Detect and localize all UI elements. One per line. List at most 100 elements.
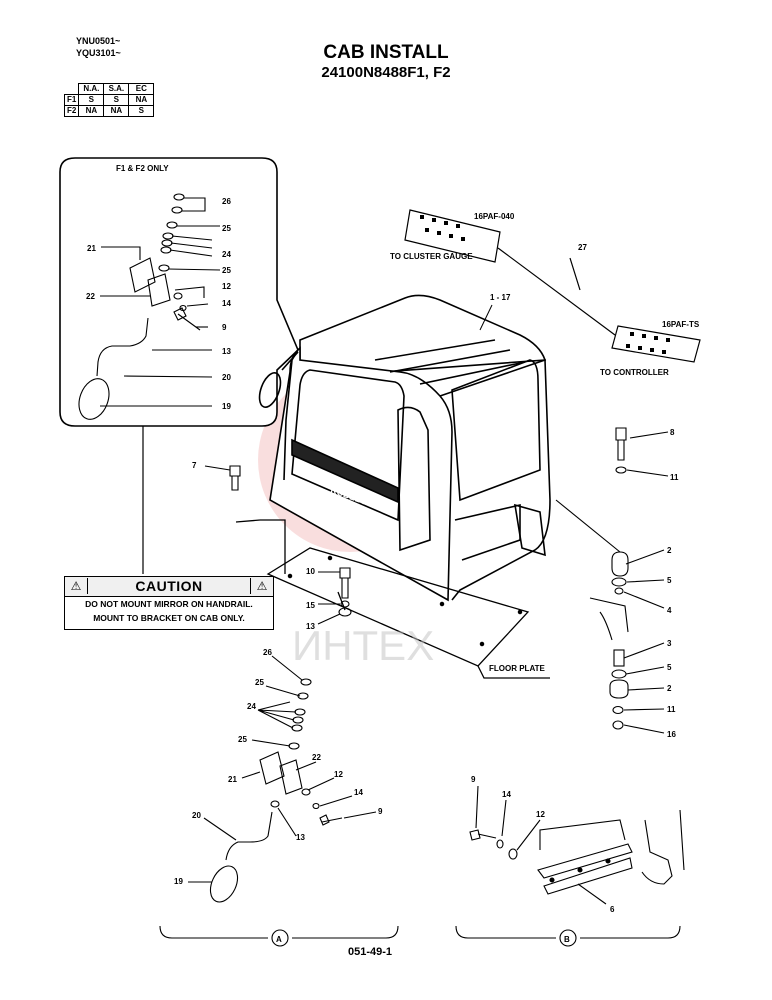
connector-bottom-label: TO CONTROLLER (600, 368, 669, 377)
cab-mirror (258, 372, 282, 408)
callout-label: 19 (222, 402, 231, 411)
view-b-label: B (564, 935, 570, 944)
callout-label: 21 (87, 244, 96, 253)
inset-mirror (78, 378, 110, 420)
cab-side (439, 358, 551, 601)
view-b-callouts: 9 14 12 6 (471, 775, 615, 914)
main-callouts: 7 8 11 2 5 4 10 15 13 3 5 2 11 16 (192, 428, 679, 739)
view-a-callouts: 26 25 24 25 22 21 12 14 9 13 20 19 (174, 648, 383, 886)
callout-label: 2 (667, 546, 672, 555)
callout-label: 11 (667, 705, 676, 714)
inset-title: F1 & F2 ONLY (116, 164, 169, 173)
view-a-mirror (209, 865, 239, 903)
table-row: F1 S S NA (63, 94, 155, 106)
connector-bottom-id: 16PAF-TS (662, 320, 700, 329)
callout-label: 14 (502, 790, 511, 799)
callout-label: 14 (222, 299, 231, 308)
callout-label: 25 (238, 735, 247, 744)
callout-label: 22 (86, 292, 95, 301)
callout-label: 19 (174, 877, 183, 886)
watermark-text: ИНТЕХ (292, 622, 434, 669)
cab-body (258, 294, 551, 602)
table-cell: S (128, 105, 155, 117)
callout-label: 12 (222, 282, 231, 291)
callout-label: 7 (192, 461, 197, 470)
applicability-table: N.A. S.A. EC F1 S S NA F2 NA NA S (63, 83, 155, 117)
view-a-clamp (279, 759, 303, 795)
callout-label: 26 (263, 648, 272, 657)
view-a-parts (188, 655, 377, 903)
connector-top-id: 16PAF-040 (474, 212, 515, 221)
callout-label: 21 (228, 775, 237, 784)
callout-label: 13 (306, 622, 315, 631)
callout-label: 14 (354, 788, 363, 797)
page-title: CAB INSTALL (323, 42, 449, 63)
callout-label: 20 (192, 811, 201, 820)
view-a-mirror-arm (225, 811, 273, 861)
row-id: F2 (63, 105, 80, 117)
cab-rear-frame (454, 503, 521, 561)
callout-label: 20 (222, 373, 231, 382)
serial-number-2: YQU3101~ (76, 48, 121, 58)
callout-label: 2 (667, 684, 672, 693)
warning-icon: ⚠ (250, 578, 273, 594)
caution-line-1: DO NOT MOUNT MIRROR ON HANDRAIL. (85, 599, 253, 609)
part-number: 24100N8488F1, F2 (321, 64, 451, 81)
bolt-10 (339, 567, 351, 599)
callout-label: 9 (378, 807, 383, 816)
callout-label: 5 (667, 576, 672, 585)
warning-icon: ⚠ (65, 578, 88, 594)
inset-mirror-parts (78, 193, 221, 420)
caution-box: ⚠ CAUTION ⚠ DO NOT MOUNT MIRROR ON HANDR… (64, 576, 274, 630)
callout-label: 4 (667, 606, 672, 615)
wiring-harness (404, 209, 701, 363)
spacer-3 (613, 649, 625, 667)
floor-plate-label: FLOOR PLATE (489, 664, 546, 673)
cab-stripe (291, 438, 399, 504)
callout-label: 25 (222, 266, 231, 275)
caution-header: ⚠ CAUTION ⚠ (65, 577, 273, 597)
inset-washer (173, 292, 183, 300)
cab-front-window (291, 369, 405, 522)
callout-label: 13 (296, 833, 305, 842)
inset-mirror-arm (96, 317, 149, 377)
callout-label: 11 (670, 473, 679, 482)
inset-lockwasher (179, 304, 187, 312)
inset-bracket (129, 257, 156, 293)
callout-label: 15 (306, 601, 315, 610)
inset-box (59, 157, 299, 574)
view-a-bolt (319, 814, 343, 826)
view-brackets (159, 925, 681, 947)
callout-label: 9 (471, 775, 476, 784)
view-b-cab-corner (539, 809, 685, 885)
bolt-7 (229, 465, 241, 491)
callout-label: 8 (670, 428, 675, 437)
floor-plate (235, 519, 550, 679)
callout-label: 24 (222, 250, 231, 259)
callout-label: 13 (222, 347, 231, 356)
mount-cushion-2 (611, 551, 629, 577)
callout-label: 24 (247, 702, 256, 711)
cab-roof-rail-1 (374, 339, 526, 385)
cab-side-window (451, 359, 541, 502)
callout-label: 16 (667, 730, 676, 739)
callout-label: 10 (306, 567, 315, 576)
callout-label: 25 (222, 224, 231, 233)
bolt-8 (615, 427, 627, 461)
washer-11 (615, 466, 627, 474)
table-row: F2 NA NA S (63, 105, 155, 117)
view-a-label: A (276, 935, 282, 944)
connector-top-label: TO CLUSTER GAUGE (390, 252, 473, 261)
view-b-rail (537, 843, 633, 895)
callout-label: 3 (667, 639, 672, 648)
callout-label: 25 (255, 678, 264, 687)
inset-clamp (147, 273, 171, 307)
caution-line-2: MOUNT TO BRACKET ON CAB ONLY. (93, 613, 245, 623)
inset-callouts: 26 25 21 24 25 22 12 14 9 13 20 19 (86, 197, 231, 411)
callout-label: 26 (222, 197, 231, 206)
callout-label: 22 (312, 753, 321, 762)
callout-label: 12 (536, 810, 545, 819)
cab-roof (299, 294, 547, 379)
view-a-bracket (259, 751, 285, 785)
